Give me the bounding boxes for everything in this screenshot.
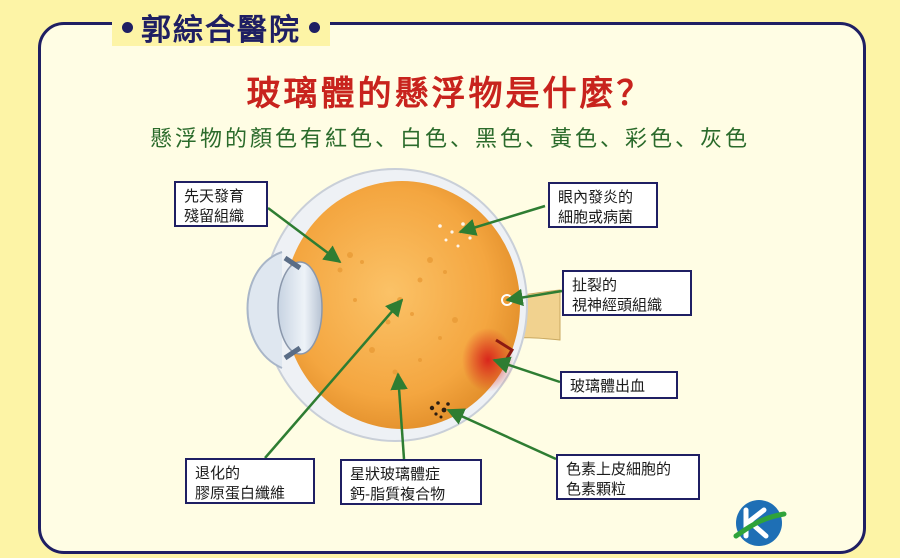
page-title: 玻璃體的懸浮物是什麼？ (246, 74, 654, 114)
arrow-pigment (446, 408, 557, 461)
bullet-dot-right (309, 21, 320, 33)
label-pigment-granules: 色素上皮細胞的 色素顆粒 (556, 454, 700, 500)
label-torn-optic-tissue: 扯裂的 視神經頭組織 (562, 270, 692, 316)
pigment-granules (429, 401, 450, 419)
arrow-asteroid (390, 372, 408, 460)
arrow-inflammation (458, 204, 546, 236)
arrow-hemorrhage (492, 356, 561, 384)
label-congenital-remnant: 先天發育 殘留組織 (174, 181, 268, 227)
arrow-degenerated (264, 298, 404, 459)
label-vitreous-hemorrhage: 玻璃體出血 (560, 371, 678, 399)
arrow-congenital (267, 207, 342, 264)
label-degenerated-collagen: 退化的 膠原蛋白纖維 (185, 458, 315, 504)
cornea (246, 251, 283, 369)
page-subtitle: 懸浮物的顏色有紅色、白色、黑色、黃色、彩色、灰色 (149, 127, 750, 152)
bullet-dot-left (122, 21, 133, 33)
lens (277, 261, 323, 355)
hospital-logo-icon (733, 500, 787, 546)
arrow-torn-optic (505, 288, 563, 307)
hospital-name: 郭綜合醫院 (141, 13, 301, 48)
label-asteroid-hyalosis: 星狀玻璃體症 鈣-脂質複合物 (340, 459, 482, 505)
hospital-header: 郭綜合醫院 (112, 8, 330, 48)
label-inflammation: 眼內發炎的 細胞或病菌 (548, 182, 658, 228)
